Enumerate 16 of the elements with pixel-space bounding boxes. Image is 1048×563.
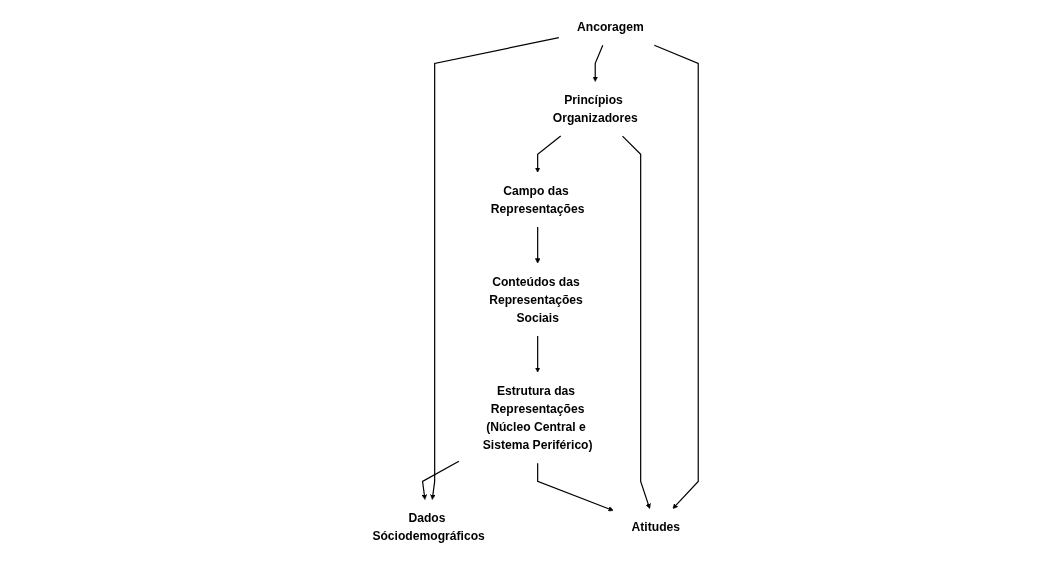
- node-text: Conteúdos das Representações Sociais: [489, 274, 583, 325]
- node-text: Princípios Organizadores: [552, 93, 638, 125]
- node-text: Atitudes: [631, 520, 681, 534]
- arrow: [421, 460, 460, 500]
- arrow: [621, 135, 651, 509]
- arrow: [534, 226, 541, 264]
- arrow: [430, 37, 560, 500]
- arrow: [534, 135, 562, 173]
- node-text: Estrutura das Representações (Núcleo Central e Sistema Periférico): [482, 383, 593, 452]
- arrow: [653, 44, 699, 509]
- arrow: [537, 462, 614, 512]
- arrow: [592, 44, 604, 82]
- node-text: Dados Sóciodemográficos: [372, 511, 485, 543]
- arrow: [534, 335, 541, 373]
- node-text: Ancoragem: [577, 20, 644, 34]
- node-text: Campo das Representações: [490, 183, 585, 216]
